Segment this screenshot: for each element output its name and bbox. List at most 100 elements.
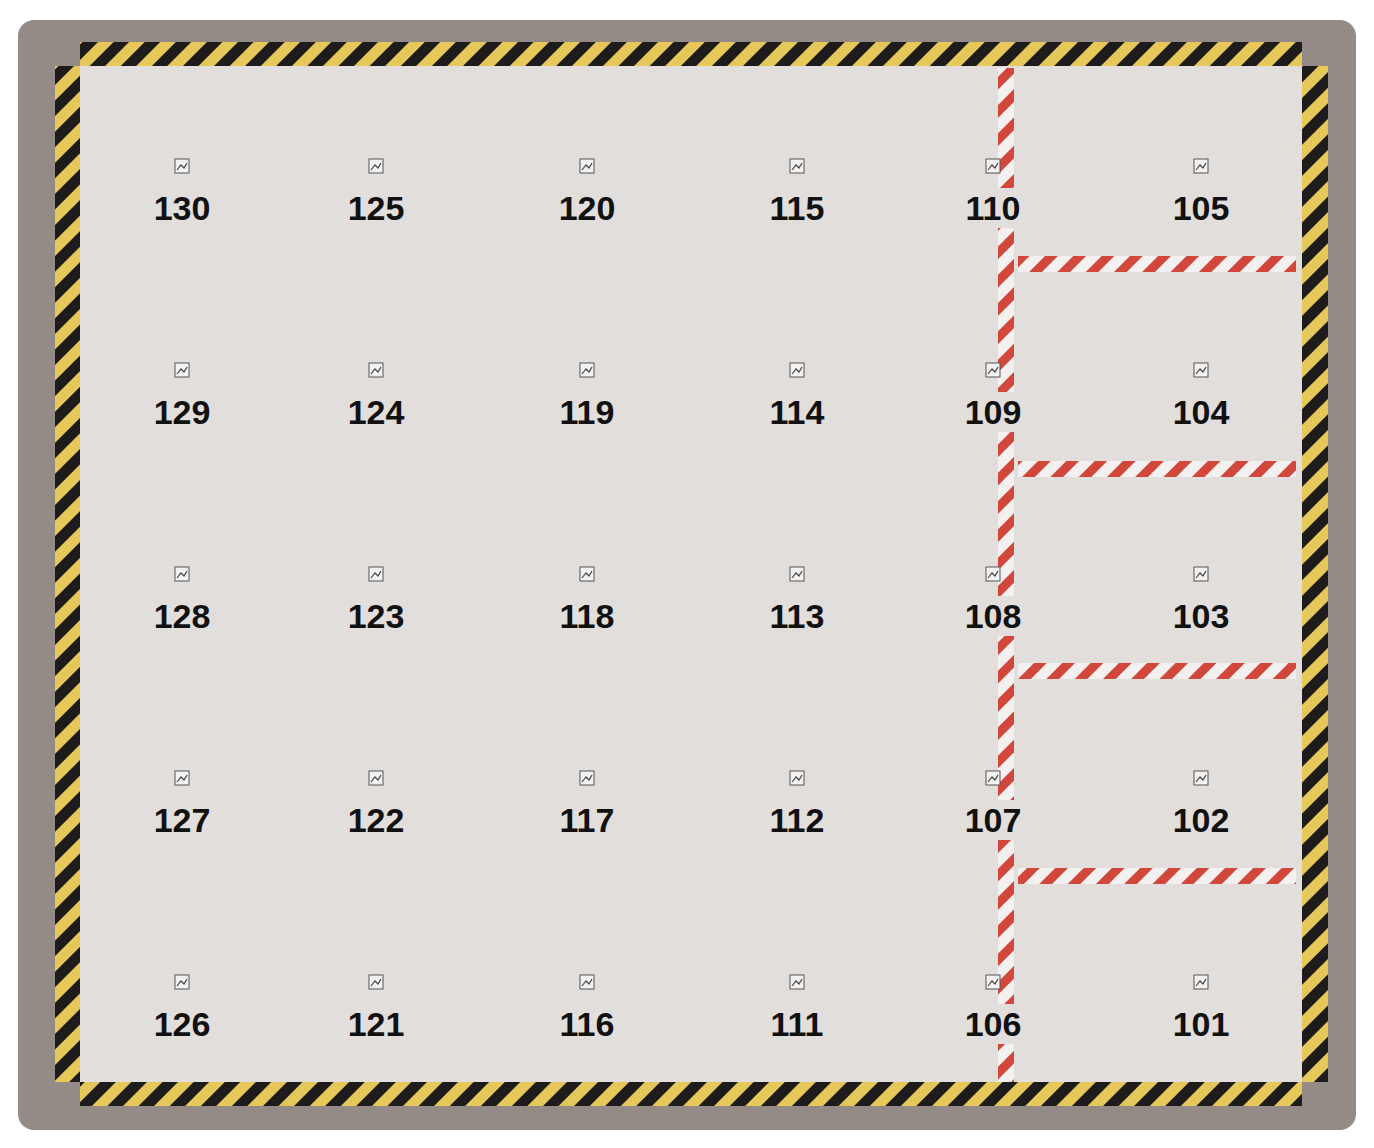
- spot-icon: [369, 363, 383, 377]
- icon-glyph: [582, 775, 592, 782]
- spot-icon: [790, 975, 804, 989]
- spot-icon: [580, 975, 594, 989]
- spot-number: 110: [963, 188, 1024, 228]
- icon-frame: [175, 567, 189, 581]
- icon-glyph: [371, 367, 381, 374]
- icon-glyph: [1196, 775, 1206, 782]
- icon-glyph: [792, 571, 802, 578]
- spot-number: 111: [768, 1004, 827, 1044]
- spot-number: 105: [1170, 188, 1233, 228]
- icon-frame: [580, 771, 594, 785]
- spot-icon: [175, 771, 189, 785]
- spot-number: 109: [962, 392, 1025, 432]
- hazard-tape: [80, 42, 1302, 66]
- spot-number: 101: [1170, 1004, 1233, 1044]
- icon-frame: [369, 975, 383, 989]
- spot-number: 124: [345, 392, 408, 432]
- spot-icon: [1194, 159, 1208, 173]
- icon-glyph: [988, 367, 998, 374]
- floor: [80, 66, 1302, 1082]
- spot-icon: [369, 771, 383, 785]
- icon-glyph: [582, 979, 592, 986]
- icon-glyph: [371, 163, 381, 170]
- icon-glyph: [1196, 571, 1206, 578]
- spot-number: 128: [151, 596, 214, 636]
- icon-glyph: [371, 571, 381, 578]
- icon-frame: [175, 159, 189, 173]
- icon-frame: [1194, 567, 1208, 581]
- icon-frame: [175, 771, 189, 785]
- icon-glyph: [988, 571, 998, 578]
- spot-icon: [986, 975, 1000, 989]
- icon-frame: [790, 363, 804, 377]
- spot-number: 122: [345, 800, 408, 840]
- icon-glyph: [177, 775, 187, 782]
- icon-frame: [175, 363, 189, 377]
- spot-icon: [1194, 567, 1208, 581]
- icon-glyph: [582, 163, 592, 170]
- icon-frame: [790, 771, 804, 785]
- spot-number: 103: [1170, 596, 1233, 636]
- barrier-tape: [1018, 461, 1296, 477]
- spot-icon: [1194, 771, 1208, 785]
- spot-number: 116: [557, 1004, 618, 1044]
- spot-number: 115: [767, 188, 828, 228]
- spot-icon: [790, 771, 804, 785]
- icon-frame: [369, 567, 383, 581]
- icon-frame: [1194, 771, 1208, 785]
- icon-glyph: [988, 979, 998, 986]
- icon-glyph: [177, 367, 187, 374]
- icon-glyph: [792, 979, 802, 986]
- icon-frame: [986, 567, 1000, 581]
- icon-frame: [580, 159, 594, 173]
- barrier-tape: [1018, 256, 1296, 272]
- icon-frame: [1194, 159, 1208, 173]
- hazard-tape: [55, 66, 80, 1082]
- icon-glyph: [1196, 163, 1206, 170]
- icon-glyph: [1196, 367, 1206, 374]
- spot-number: 106: [962, 1004, 1025, 1044]
- icon-frame: [790, 567, 804, 581]
- hazard-tape: [80, 1082, 1302, 1106]
- spot-icon: [369, 975, 383, 989]
- spot-icon: [580, 567, 594, 581]
- spot-number: 120: [556, 188, 619, 228]
- spot-icon: [175, 363, 189, 377]
- spot-number: 113: [767, 596, 828, 636]
- spot-number: 123: [345, 596, 408, 636]
- spot-icon: [986, 159, 1000, 173]
- icon-frame: [369, 771, 383, 785]
- spot-number: 112: [767, 800, 828, 840]
- spot-number: 117: [557, 800, 618, 840]
- icon-glyph: [177, 571, 187, 578]
- spot-number: 119: [557, 392, 618, 432]
- spot-number: 102: [1170, 800, 1233, 840]
- icon-glyph: [988, 163, 998, 170]
- icon-glyph: [582, 571, 592, 578]
- spot-number: 130: [151, 188, 214, 228]
- spot-number: 127: [151, 800, 214, 840]
- spot-icon: [790, 567, 804, 581]
- icon-frame: [790, 975, 804, 989]
- spot-number: 125: [345, 188, 408, 228]
- icon-glyph: [792, 775, 802, 782]
- spot-icon: [580, 159, 594, 173]
- barrier-tape: [1018, 868, 1296, 884]
- icon-frame: [986, 771, 1000, 785]
- spot-icon: [790, 159, 804, 173]
- spot-number: 104: [1170, 392, 1233, 432]
- icon-frame: [369, 363, 383, 377]
- icon-frame: [986, 159, 1000, 173]
- icon-glyph: [792, 367, 802, 374]
- spot-number: 126: [151, 1004, 214, 1044]
- spot-icon: [986, 567, 1000, 581]
- icon-glyph: [177, 979, 187, 986]
- spot-icon: [580, 771, 594, 785]
- spot-number: 129: [151, 392, 214, 432]
- spot-icon: [175, 975, 189, 989]
- hazard-tape: [1302, 66, 1328, 1082]
- barrier-tape: [1018, 663, 1296, 679]
- icon-frame: [986, 363, 1000, 377]
